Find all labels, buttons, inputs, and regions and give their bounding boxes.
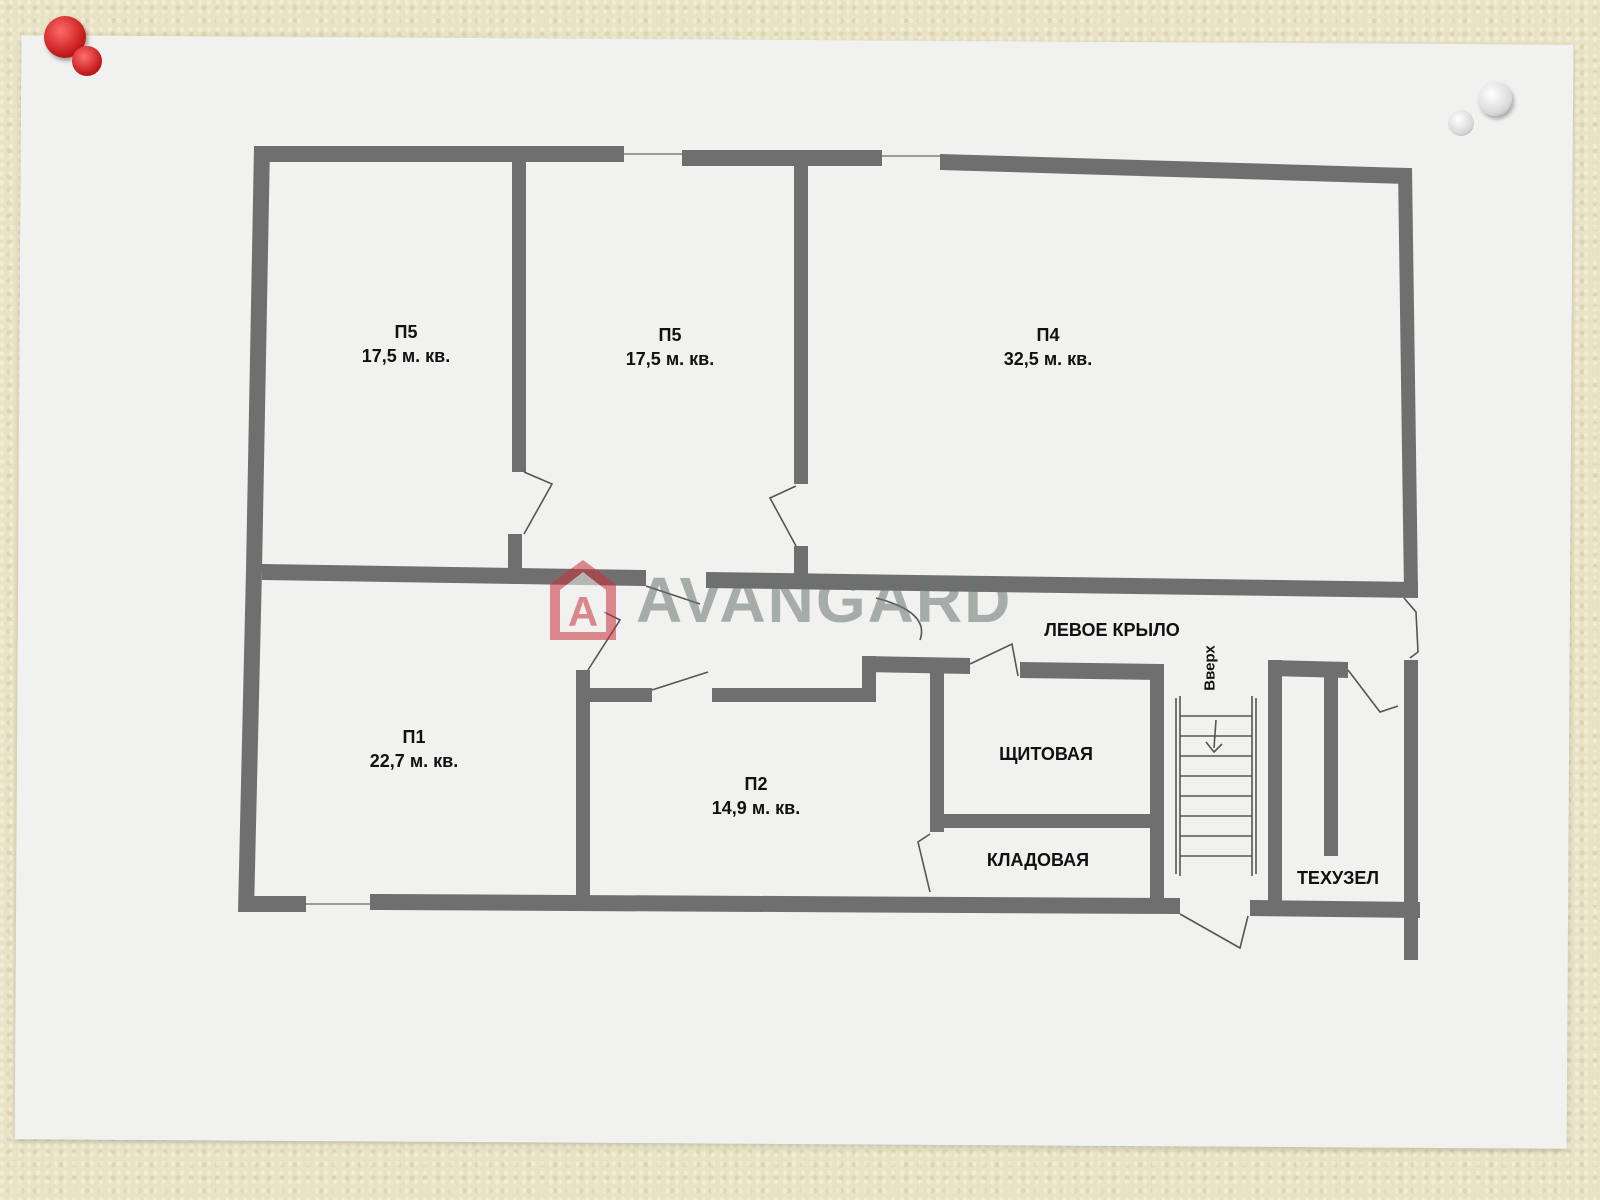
wall-partition-1: [512, 162, 526, 472]
wall-top-mid: [682, 150, 882, 166]
room-label-p4: П4 32,5 м. кв.: [1003, 325, 1093, 369]
wall-utility-inner: [1324, 676, 1338, 856]
avangard-logo-icon: A: [550, 560, 616, 640]
wall-p2-top-left: [590, 688, 652, 702]
wall-top-left: [254, 146, 624, 162]
wall-p1-right: [576, 670, 590, 896]
wall-left-lower: [238, 570, 262, 912]
door-exit: [1179, 913, 1249, 950]
label-stairs-up: Вверх: [1201, 645, 1219, 691]
door-p2: [651, 671, 709, 691]
door-utility: [1347, 669, 1399, 713]
wall-partition-2: [794, 166, 808, 484]
wall-bottom-left: [244, 896, 306, 912]
room-label-p1: П1 22,7 м. кв.: [369, 727, 459, 771]
wall-p2-top-right: [712, 688, 876, 702]
svg-text:A: A: [568, 588, 598, 635]
door-p5a: [523, 471, 554, 535]
label-utility: ТЕХУЗЕЛ: [1296, 868, 1380, 888]
room-label-p5a: П5 17,5 м. кв.: [361, 322, 451, 366]
wall-switch-top: [1020, 662, 1162, 680]
room-label-p2: П2 14,9 м. кв.: [711, 774, 801, 818]
wall-right: [1398, 168, 1418, 592]
wall-partition-1-stub: [508, 534, 522, 570]
white-pushpin-icon: [1448, 82, 1512, 136]
wall-partition-2-stub: [794, 546, 808, 574]
wall-top-right: [940, 154, 1408, 184]
label-left-wing: ЛЕВОЕ КРЫЛО: [1044, 620, 1180, 640]
wall-switch-bottom: [944, 814, 1150, 828]
room-label-p5b: П5 17,5 м. кв.: [625, 325, 715, 369]
wall-switch-left: [930, 672, 944, 832]
wall-bottom-main: [370, 894, 1180, 914]
wall-utility-left: [1268, 660, 1282, 902]
wall-mid-right: [706, 572, 1418, 598]
watermark: A AVANGARD: [548, 558, 1012, 642]
stairs: [1175, 696, 1257, 876]
wall-left-upper: [246, 146, 270, 570]
wall-utility-right: [1404, 660, 1418, 960]
watermark-text: AVANGARD: [636, 564, 1013, 636]
wall-corridor-top: [862, 656, 970, 674]
door-right-wing: [1403, 597, 1419, 659]
wall-utility-top: [1268, 660, 1348, 678]
door-p5b: [768, 485, 797, 547]
red-pushpin-icon: [44, 16, 102, 76]
arrow-up-icon: [1205, 719, 1223, 754]
door-corridor: [875, 597, 923, 641]
label-switch-room: ЩИТОВАЯ: [999, 744, 1093, 764]
door-storage: [917, 833, 931, 893]
door-mid: [645, 585, 701, 605]
label-storage: КЛАДОВАЯ: [986, 850, 1090, 870]
door-switch: [969, 642, 1019, 677]
wall-switch-right: [1150, 664, 1164, 898]
wall-bottom-right: [1250, 900, 1420, 918]
wall-mid-left: [262, 564, 646, 586]
